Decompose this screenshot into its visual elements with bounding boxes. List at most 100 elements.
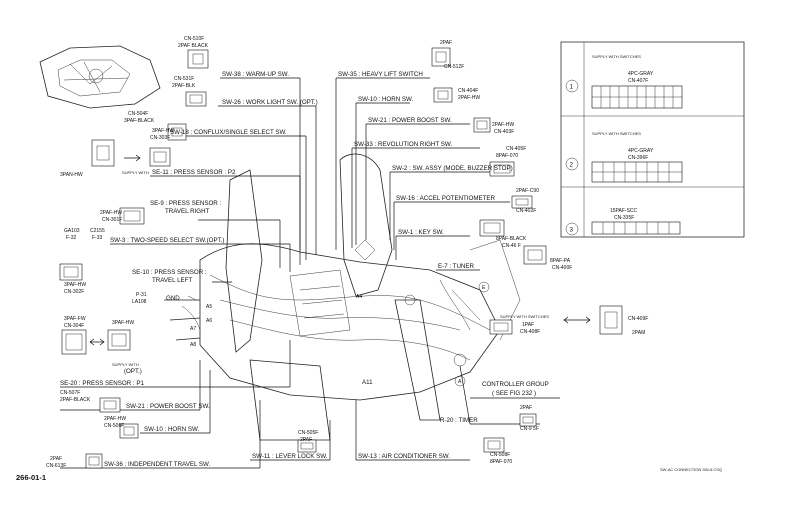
svg-text:2PAF-BLK: 2PAF-BLK: [172, 83, 196, 89]
label-a11: A11: [362, 379, 373, 386]
label-gnd: GND: [166, 295, 180, 302]
svg-text:3PAN-HW: 3PAN-HW: [60, 172, 83, 178]
svg-text:CN-508F: CN-508F: [490, 452, 510, 458]
panel-item-3-sub1: CN-335F: [614, 215, 634, 221]
svg-text:CN-9 5F: CN-9 5F: [520, 426, 539, 432]
svg-text:CN-506F: CN-506F: [104, 423, 124, 429]
label-se20: SE-20 : PRESS SENSOR : P1: [60, 380, 144, 387]
svg-text:CN-504F: CN-504F: [128, 111, 148, 117]
leader-lines: [60, 77, 560, 469]
label-se9b: TRAVEL RIGHT: [165, 208, 210, 215]
svg-text:CN-512F: CN-512F: [444, 64, 464, 70]
svg-text:GA103: GA103: [64, 228, 80, 234]
svg-text:3PAF-BLACK: 3PAF-BLACK: [124, 118, 155, 124]
svg-text:C2155: C2155: [90, 228, 105, 234]
svg-text:8PAF-070: 8PAF-070: [496, 153, 518, 159]
footer-text: SW-AC CONNECTION SW-6 CSQ: [660, 467, 722, 472]
svg-text:CN-302F: CN-302F: [64, 289, 84, 295]
svg-text:3PAF-HW: 3PAF-HW: [112, 320, 134, 326]
label-sw21-left: SW-21 : POWER BOOST SW.: [126, 403, 210, 410]
svg-text:F-32: F-32: [66, 235, 77, 241]
svg-text:CN-402F: CN-402F: [516, 208, 536, 214]
svg-text:LA108: LA108: [132, 299, 147, 305]
panel-item-3-num: 3: [570, 227, 574, 234]
connector-symbols: [59, 47, 623, 469]
label-sw3: SW-3 : TWO-SPEED SELECT SW.(OPT.): [110, 237, 224, 244]
panel-item-2-sub1: 4PC-GRAY: [628, 148, 654, 154]
svg-text:CN-400F: CN-400F: [552, 265, 572, 271]
callouts: E A A5 A6 A7 A8 A4: [190, 281, 490, 387]
label-sw18: SW-18 : CONFLUX/SINGLE SELECT SW.: [170, 129, 287, 136]
panel-item-3-head: 15PAF-SCC: [610, 208, 638, 214]
svg-text:3PAF-FW: 3PAF-FW: [64, 316, 86, 322]
svg-text:2PAF BLACK: 2PAF BLACK: [178, 43, 209, 49]
svg-text:F-33: F-33: [92, 235, 103, 241]
svg-text:8PAF-070: 8PAF-070: [490, 459, 512, 465]
label-sw1: SW-1 : KEY SW.: [398, 229, 444, 236]
svg-text:1PAF: 1PAF: [522, 322, 534, 328]
panel-item-2-head: SUPPLY WITH SWITCHES: [592, 131, 641, 136]
callout-a8: A8: [190, 342, 196, 348]
svg-text:CN-505F: CN-505F: [298, 430, 318, 436]
label-se10a: SE-10 : PRESS SENSOR :: [132, 269, 207, 276]
callout-a6: A6: [206, 318, 212, 324]
connector-codes: CN-510F 2PAF BLACK CN-531F 2PAF-BLK CN-5…: [46, 36, 648, 469]
label-sw16: SW-16 : ACCEL POTENTIOMETER: [396, 195, 496, 202]
svg-text:CN-404F: CN-404F: [458, 88, 478, 94]
svg-text:CN-408F: CN-408F: [520, 329, 540, 335]
panel-item-1-sub2: CN-407F: [628, 78, 648, 84]
svg-text:CN-531F: CN-531F: [174, 76, 194, 82]
label-se10b: TRAVEL LEFT: [152, 277, 192, 284]
label-controller-ref: ( SEE FIG 232 ): [492, 390, 536, 397]
callout-a5: A5: [206, 304, 212, 310]
label-se11: SE-11 : PRESS SENSOR : P2: [152, 169, 236, 176]
panel-item-2-sub2: CN-396F: [628, 155, 648, 161]
svg-text:2PAF: 2PAF: [440, 40, 452, 46]
figure-id: 266-01-1: [16, 473, 46, 482]
svg-text:2PAF-HW: 2PAF-HW: [492, 122, 514, 128]
svg-text:3PAF-HW: 3PAF-HW: [64, 282, 86, 288]
label-se9a: SE-9 : PRESS SENSOR :: [150, 200, 221, 207]
label-sw10-right: SW-10 : HORN SW.: [358, 96, 414, 103]
svg-text:2PAF: 2PAF: [520, 405, 532, 411]
svg-text:CN-510F: CN-510F: [184, 36, 204, 42]
switch-panel-table: 1 SUPPLY WITH SWITCHES 4PC-GRAY CN-407F …: [560, 41, 745, 238]
panel-item-1-num: 1: [570, 84, 574, 91]
machine-overview-thumbnail: [39, 45, 161, 109]
label-sw13: SW-13 : AIR CONDITIONER SW.: [358, 453, 450, 460]
callout-a: A: [458, 379, 462, 385]
panel-item-1-sub1: 4PC-GRAY: [628, 71, 654, 77]
svg-text:CN-409F: CN-409F: [628, 316, 648, 322]
panel-item-2-num: 2: [570, 162, 574, 169]
svg-text:2PAF-HW: 2PAF-HW: [104, 416, 126, 422]
label-sw38: SW-38 : WARM-UP SW.: [222, 71, 289, 78]
callout-a7: A7: [190, 326, 196, 332]
label-opt: (OPT.): [124, 368, 142, 375]
svg-text:CN-405F: CN-405F: [506, 146, 526, 152]
label-r20: R-20 : TIMER: [440, 417, 478, 424]
svg-text:CN-304F: CN-304F: [64, 323, 84, 329]
svg-text:2PAM: 2PAM: [632, 330, 645, 336]
label-sw11: SW-11 : LEVER LOCK SW.: [252, 453, 328, 460]
label-e7: E-7 : TUNER: [438, 263, 475, 270]
label-sw35: SW-35 : HEAVY LIFT SWITCH: [338, 71, 423, 78]
svg-text:CN-507F: CN-507F: [60, 390, 80, 396]
label-sw33: SW-33 : REVOLUTION RIGHT SW.: [354, 141, 452, 148]
svg-text:SUPPLY WITH: SUPPLY WITH: [112, 362, 139, 367]
svg-text:CN-403F: CN-403F: [494, 129, 514, 135]
svg-text:2PAF: 2PAF: [300, 437, 312, 443]
label-sw36: SW-36 : INDEPENDENT TRAVEL SW.: [104, 461, 211, 468]
svg-text:CN-301F: CN-301F: [102, 217, 122, 223]
label-sw10-left: SW-10 : HORN SW.: [144, 426, 200, 433]
svg-text:P-31: P-31: [136, 292, 147, 298]
svg-text:3PAF-HW: 3PAF-HW: [152, 128, 174, 134]
panel-item-1-head: SUPPLY WITH SWITCHES: [592, 54, 641, 59]
label-sw21-right: SW-21 : POWER BOOST SW.: [368, 117, 452, 124]
svg-text:CN-46 F: CN-46 F: [502, 243, 521, 249]
svg-text:8PAF-BLACK: 8PAF-BLACK: [496, 236, 527, 242]
svg-text:2PAF-C90: 2PAF-C90: [516, 188, 539, 194]
callout-a4: A4: [356, 294, 362, 300]
svg-text:2PAF-HW: 2PAF-HW: [100, 210, 122, 216]
svg-text:CN-303F: CN-303F: [150, 135, 170, 141]
